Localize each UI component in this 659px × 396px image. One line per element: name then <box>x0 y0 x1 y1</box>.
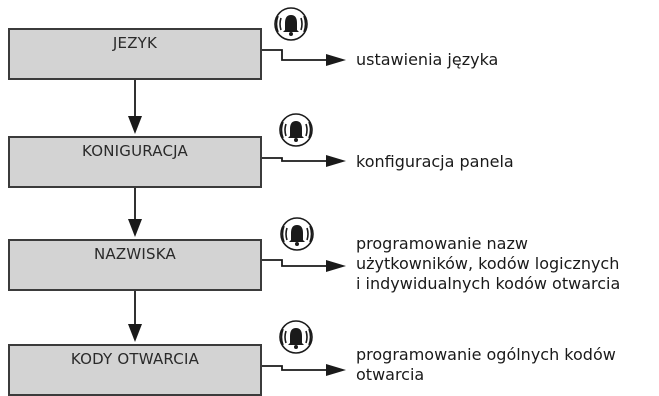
menu-box-label: KONIGURACJA <box>82 142 188 160</box>
description-konfiguracja: konfiguracja panela <box>356 152 514 171</box>
branch-arrow-jezyk <box>262 49 346 66</box>
menu-box-label: NAZWISKA <box>94 245 176 263</box>
down-arrow-1 <box>128 80 142 134</box>
menu-box-label: KODY OTWARCIA <box>70 350 200 368</box>
branch-arrow-kody-otwarcia <box>262 364 346 376</box>
bell-button-icon <box>280 217 314 251</box>
branch-arrow-nazwiska <box>262 259 346 272</box>
bell-button-icon <box>279 320 313 354</box>
down-arrow-3 <box>128 291 142 342</box>
menu-box-label: JEZYK <box>112 34 158 52</box>
bell-button-icon <box>279 113 313 147</box>
description-kody-otwarcia: programowanie ogólnych kodów otwarcia <box>356 345 616 384</box>
menu-box-jezyk: JEZYK <box>8 28 262 80</box>
down-arrow-2 <box>128 188 142 237</box>
menu-box-nazwiska: NAZWISKA <box>8 239 262 291</box>
menu-box-konfiguracja: KONIGURACJA <box>8 136 262 188</box>
branch-arrow-konfiguracja <box>262 155 346 167</box>
description-nazwiska: programowanie nazw użytkowników, kodów l… <box>356 234 621 293</box>
bell-button-icon <box>274 7 308 41</box>
description-jezyk: ustawienia języka <box>356 50 499 69</box>
